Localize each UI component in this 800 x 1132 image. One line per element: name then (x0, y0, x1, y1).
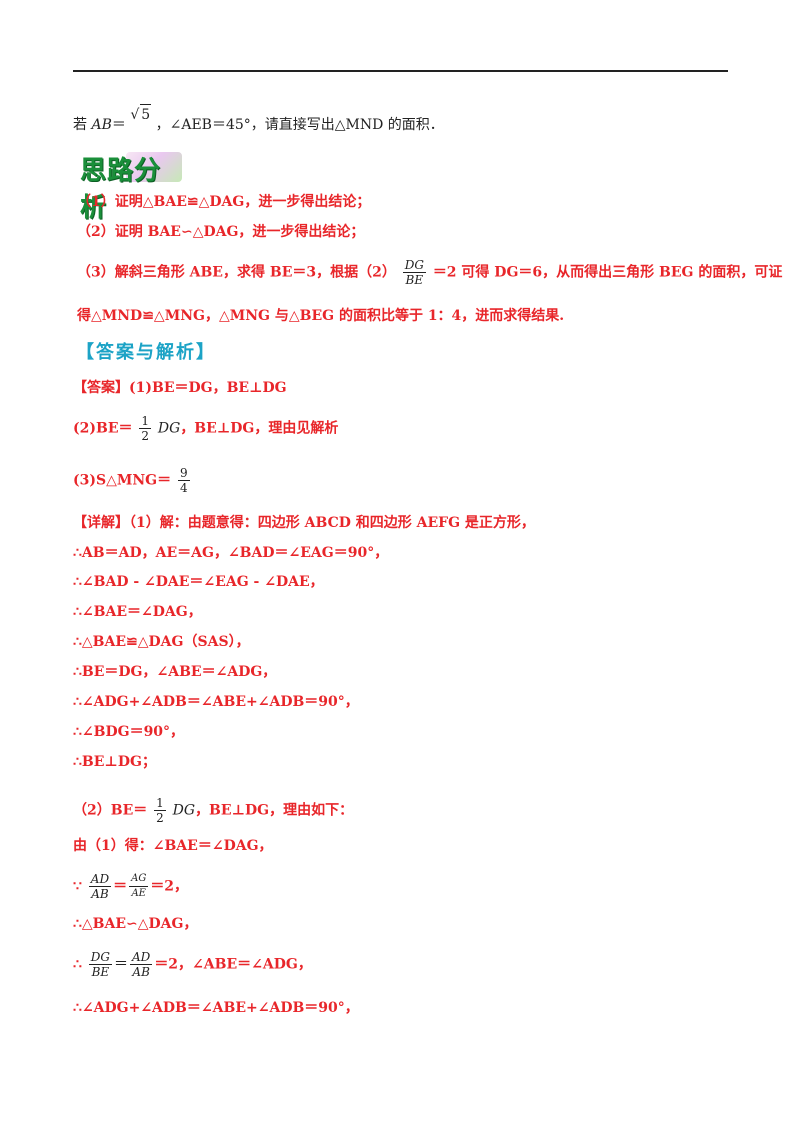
detail-line-6: ∴BE＝DG，∠ABE＝∠ADG， (73, 664, 277, 680)
detail-line-4: ∴∠BAE＝∠DAG， (73, 604, 202, 620)
problem-line: 若 AB＝ √5 ，∠AEB＝45°，请直接写出△MND 的面积． (73, 104, 444, 135)
answer-section-title: 【答案与解析】 (76, 342, 216, 363)
sqrt-expression: √5 (130, 104, 152, 125)
answer-line-1: 【答案】(1)BE＝DG，BE⊥DG (73, 380, 287, 396)
detail-part2-line-3: ∴△BAE∽△DAG， (73, 916, 198, 932)
detail-line-5: ∴△BAE≌△DAG（SAS）， (73, 634, 250, 650)
detail-part2-line-1: 由（1）得：∠BAE＝∠DAG， (73, 838, 273, 854)
detail-line-2: ∴AB＝AD，AE＝AG，∠BAD＝∠EAG＝90°， (73, 545, 389, 561)
logo-background (126, 152, 182, 182)
detail-line-1: 【详解】（1）解：由题意得：四边形 ABCD 和四边形 AEFG 是正方形， (73, 515, 535, 531)
detail-part2-line-5: ∴∠ADG+∠ADB＝∠ABE+∠ADB＝90°， (73, 1000, 359, 1016)
analysis-heading-logo: 思路分析 (80, 148, 184, 223)
analysis-item-3-cont: 得△MND≌△MNG，△MNG 与△BEG 的面积比等于 1：4，进而求得结果. (77, 308, 565, 324)
detail-line-9: ∴BE⊥DG； (73, 754, 156, 770)
analysis-item-2: （2）证明 BAE∽△DAG，进一步得出结论； (77, 224, 365, 240)
analysis-item-1: （1）证明△BAE≌△DAG，进一步得出结论； (77, 194, 371, 210)
detail-line-3: ∴∠BAD - ∠DAE＝∠EAG - ∠DAE， (73, 574, 324, 590)
detail-line-8: ∴∠BDG＝90°， (73, 724, 185, 740)
detail-line-7: ∴∠ADG+∠ADB＝∠ABE+∠ADB＝90°， (73, 694, 359, 710)
header-rule (73, 70, 728, 72)
